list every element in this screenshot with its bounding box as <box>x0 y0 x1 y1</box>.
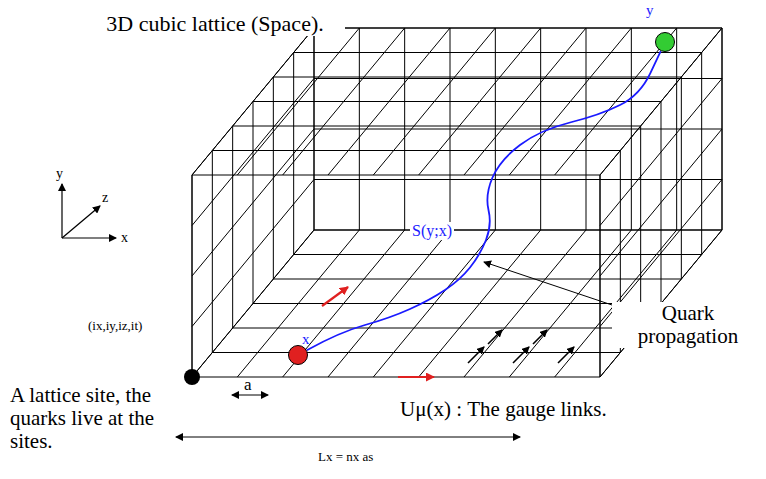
axis-label: x <box>121 230 128 245</box>
gauge-link-black <box>468 330 574 363</box>
edge-label: S(y;x) <box>410 222 454 240</box>
site-note: A lattice site, the quarks live at the s… <box>10 384 160 453</box>
dimension-arrow <box>232 395 268 396</box>
end-point: y <box>655 32 675 52</box>
start-point: x <box>288 345 308 365</box>
gauge-link-red <box>322 287 434 377</box>
axis-label: y <box>56 166 63 181</box>
extent-label: Lx = nx as <box>318 450 373 464</box>
axes <box>62 184 116 238</box>
point-label: y <box>646 3 654 18</box>
site-coordinates: (ix,iy,iz,it) <box>88 319 142 333</box>
spacing-label: a <box>244 376 252 395</box>
lattice-site-dot <box>184 369 200 385</box>
dimension-arrow <box>176 437 520 438</box>
gauge-link-note: Uμ(x) : The gauge links. <box>400 398 607 421</box>
leader-line <box>484 262 612 305</box>
point-label: x <box>302 332 310 347</box>
title-label: 3D cubic lattice (Space). <box>85 12 345 36</box>
propagation-note: Quark propagation <box>612 302 764 348</box>
axis-label: z <box>102 190 108 205</box>
propagator-curve <box>307 51 661 350</box>
